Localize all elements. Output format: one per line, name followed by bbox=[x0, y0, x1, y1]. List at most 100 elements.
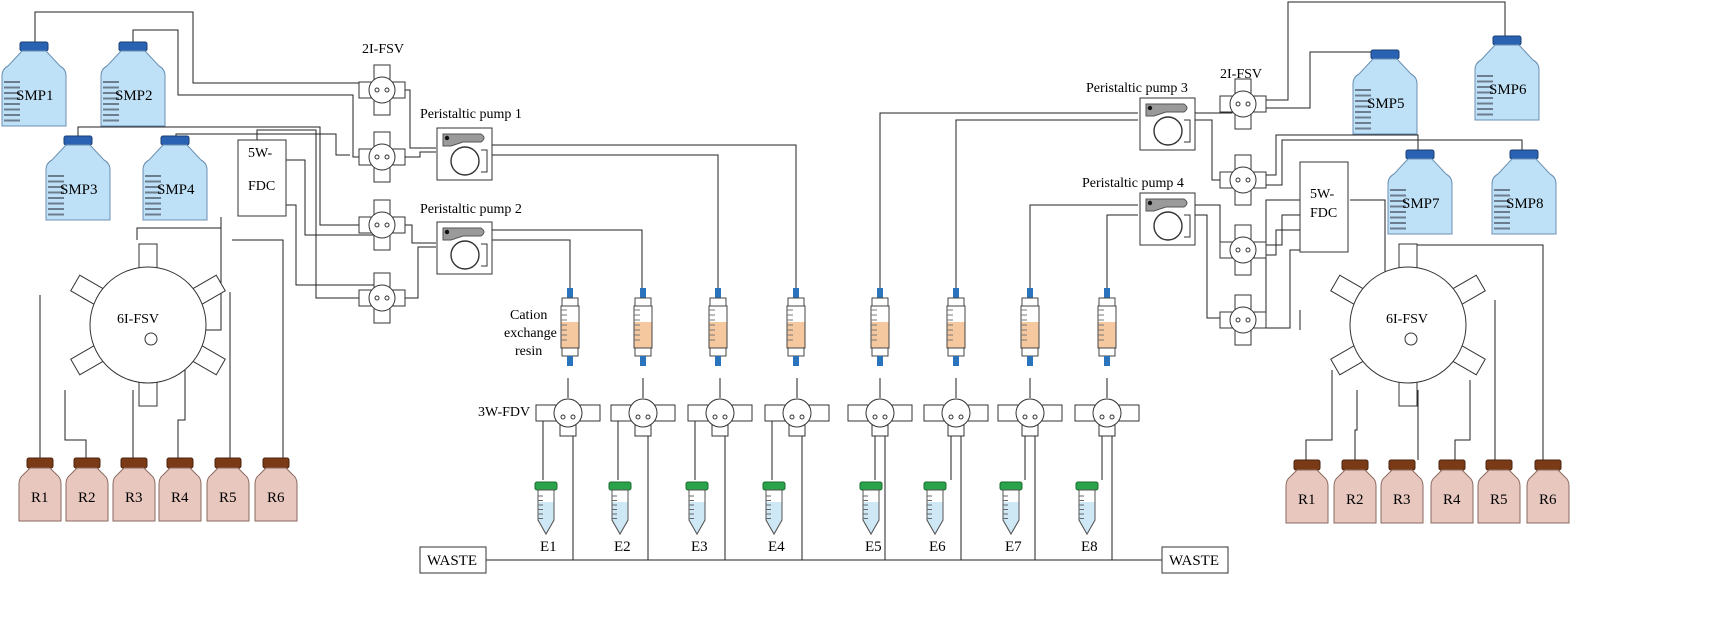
valve-port bbox=[882, 414, 888, 420]
valve-body bbox=[368, 143, 396, 171]
column-bottom-fitting bbox=[715, 356, 721, 366]
reagent-bottle-label: R6 bbox=[1539, 492, 1557, 508]
bottle-body bbox=[65, 467, 109, 522]
pump-outlet bbox=[1184, 214, 1191, 238]
sample-bottle-label: SMP6 bbox=[1489, 82, 1527, 98]
tubing-line bbox=[232, 239, 284, 460]
pump-clamp bbox=[442, 133, 485, 147]
reagent-bottle-label: R6 bbox=[267, 490, 285, 506]
column-top-cap bbox=[709, 297, 727, 307]
valve-label-6i-fsv-right: 6I-FSV bbox=[1386, 312, 1428, 327]
bottle-cap bbox=[73, 457, 101, 469]
pump-rotor bbox=[1153, 116, 1183, 146]
tube-cap bbox=[999, 481, 1023, 491]
bottle-body bbox=[1380, 469, 1424, 524]
tubing-line bbox=[1253, 249, 1302, 329]
valve-port bbox=[560, 414, 566, 420]
pump-rotor bbox=[450, 146, 480, 176]
three-way-valve bbox=[535, 398, 601, 437]
valve-port bbox=[1032, 414, 1038, 420]
reagent-bottle: R4 bbox=[158, 457, 202, 522]
bottle-cap bbox=[166, 457, 194, 469]
valve-body bbox=[89, 266, 207, 384]
sample-bottle: SMP3 bbox=[45, 135, 111, 221]
reagent-bottle: R5 bbox=[1477, 459, 1521, 524]
tube-cap bbox=[923, 481, 947, 491]
bottle-body bbox=[1, 50, 67, 127]
valve-label-5w-fdc-right-line2: FDC bbox=[1310, 206, 1337, 221]
column-top-fitting bbox=[567, 288, 573, 298]
bottle-body bbox=[158, 467, 202, 522]
tubing-line bbox=[1195, 214, 1232, 319]
valve-port bbox=[635, 414, 641, 420]
bottle-cap bbox=[1370, 49, 1400, 60]
valve-label-2i-fsv-right: 2I-FSV bbox=[1220, 67, 1262, 82]
three-way-valve bbox=[610, 398, 676, 437]
three-way-valve bbox=[1074, 398, 1140, 437]
valve-body bbox=[865, 398, 895, 428]
tubing-line bbox=[132, 29, 382, 158]
valve-center-port bbox=[144, 332, 158, 346]
resin-label-line2: exchange bbox=[504, 326, 557, 341]
tubing-line bbox=[492, 154, 719, 300]
valve-port bbox=[384, 222, 390, 228]
pump-rotor bbox=[450, 240, 480, 270]
bottle-cap bbox=[1492, 35, 1522, 46]
reagent-bottle: R1 bbox=[1285, 459, 1329, 524]
bottle-cap bbox=[63, 135, 93, 146]
bottle-body bbox=[1526, 469, 1570, 524]
valve-body bbox=[1229, 90, 1257, 118]
tube-cap bbox=[608, 481, 632, 491]
sample-bottle-label: SMP5 bbox=[1367, 96, 1405, 112]
tubing-line bbox=[1253, 51, 1385, 109]
reagent-bottle: R1 bbox=[18, 457, 62, 522]
valve-port bbox=[712, 414, 718, 420]
selector-valve-6i bbox=[70, 243, 226, 407]
valve-port bbox=[374, 87, 380, 93]
valve-label-5w-fdc-left-line1: 5W- bbox=[248, 146, 272, 161]
column-top-fitting bbox=[715, 288, 721, 298]
tube-cap bbox=[534, 481, 558, 491]
sample-bottle: SMP5 bbox=[1352, 49, 1418, 135]
column-top-fitting bbox=[953, 288, 959, 298]
bottle-cap bbox=[160, 135, 190, 146]
pump-clamp bbox=[1145, 103, 1188, 117]
cation-exchange-column bbox=[1097, 288, 1117, 366]
tubing-line bbox=[492, 144, 797, 300]
peristaltic-pump bbox=[1139, 97, 1196, 151]
tubing-line bbox=[1106, 214, 1138, 300]
valve-port bbox=[1245, 317, 1251, 323]
valve-port bbox=[799, 414, 805, 420]
bottle-body bbox=[18, 467, 62, 522]
eluent-tube: E4 bbox=[762, 481, 786, 555]
column-bottom-cap bbox=[1021, 347, 1039, 357]
three-way-valve bbox=[923, 398, 989, 437]
bottle-body bbox=[1387, 158, 1453, 235]
pump-label-3: Peristaltic pump 3 bbox=[1086, 81, 1188, 96]
pump-indicator bbox=[444, 135, 450, 141]
valve-port bbox=[1235, 247, 1241, 253]
selector-valve-2i bbox=[1219, 78, 1267, 130]
valve-port bbox=[1245, 177, 1251, 183]
column-bottom-fitting bbox=[567, 356, 573, 366]
bottle-body bbox=[1333, 469, 1377, 524]
selector-valve-2i bbox=[358, 131, 406, 183]
valve-body bbox=[1229, 236, 1257, 264]
tube-cap bbox=[685, 481, 709, 491]
reagent-bottle: R3 bbox=[1380, 459, 1424, 524]
valve-port bbox=[1235, 177, 1241, 183]
valve-port bbox=[1099, 414, 1105, 420]
valve-body bbox=[1015, 398, 1045, 428]
resin-bed bbox=[1098, 322, 1116, 348]
valve-port bbox=[722, 414, 728, 420]
tubing-line bbox=[394, 246, 436, 299]
tubing-line bbox=[492, 229, 643, 300]
sample-bottle-label: SMP1 bbox=[16, 88, 54, 104]
valve-port bbox=[374, 295, 380, 301]
tubing-line bbox=[394, 151, 436, 158]
column-bottom-cap bbox=[561, 347, 579, 357]
tubing-lines bbox=[34, 1, 1544, 561]
resin-bed bbox=[947, 322, 965, 348]
tubing-line bbox=[136, 218, 222, 240]
sample-bottle-label: SMP8 bbox=[1506, 196, 1544, 212]
